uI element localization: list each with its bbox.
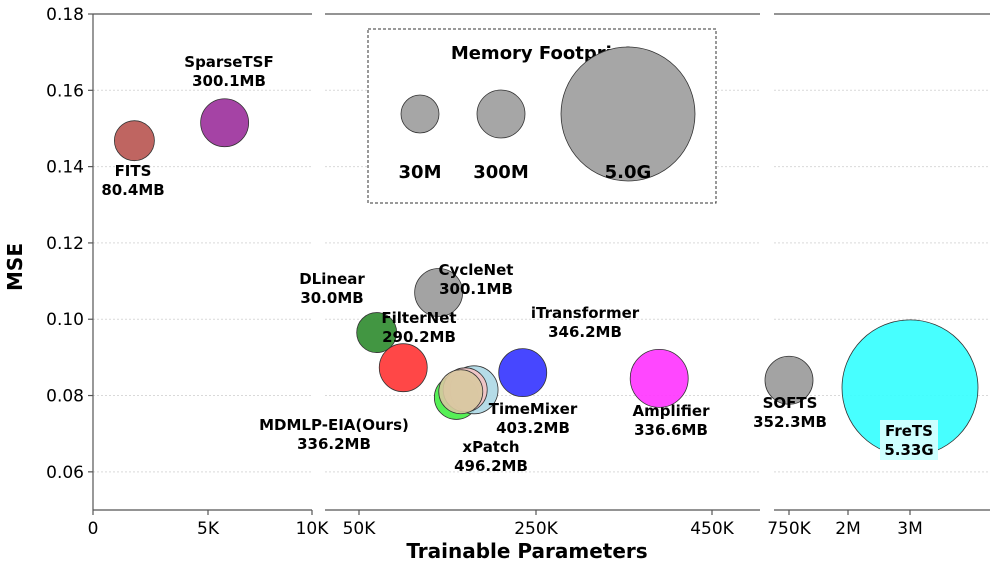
label-memory: 30.0MB: [300, 289, 363, 307]
x-tick-label: 450K: [690, 519, 734, 539]
label-name: DLinear: [299, 270, 365, 288]
label-name: SparseTSF: [184, 53, 273, 71]
legend-entry-label: 300M: [473, 162, 529, 183]
legend-bubble: [476, 89, 526, 139]
label-memory: 300.1MB: [439, 280, 513, 298]
label-memory: 403.2MB: [496, 419, 570, 437]
legend-entry-label: 30M: [399, 162, 442, 183]
legend-entry-label: 5.0G: [605, 162, 652, 183]
label-memory: 496.2MB: [454, 457, 528, 475]
x-tick-label: 2M: [835, 519, 860, 539]
label-memory: 346.2MB: [548, 323, 622, 341]
y-tick-label: 0.18: [46, 5, 84, 25]
x-tick-label: 5K: [197, 519, 220, 539]
label-name: MDMLP-EIA(Ours): [259, 416, 409, 434]
y-tick-label: 0.14: [46, 158, 84, 178]
label-name: CycleNet: [439, 261, 514, 279]
x-tick-label: 3M: [897, 519, 922, 539]
bubble-filternet: [378, 343, 428, 393]
label-name: FITS: [115, 162, 152, 180]
label-memory: 300.1MB: [192, 72, 266, 90]
x-tick-label: 50K: [343, 519, 377, 539]
label-name: FreTS: [885, 422, 933, 440]
y-axis-title: MSE: [3, 243, 27, 291]
y-tick-label: 0.12: [46, 234, 84, 254]
y-tick-label: 0.08: [46, 387, 84, 407]
y-tick-label: 0.10: [46, 310, 84, 330]
axes: 0 5K 10K 50K 250K 450K 750K 2M 3M 0.06 0.08 0.10 0.1…: [46, 5, 990, 539]
y-tick-label: 0.06: [46, 463, 84, 483]
label-memory: 80.4MB: [101, 181, 164, 199]
bubble-fits: [113, 120, 155, 162]
label-name: FilterNet: [381, 309, 456, 327]
bubble-itransformer: [438, 369, 484, 415]
bubble-timemixer: [498, 348, 548, 398]
bubble-cyclenet: [414, 268, 464, 317]
label-memory: 290.2MB: [382, 328, 456, 346]
bubble-sparsetsf: [200, 98, 250, 148]
x-tick-label: 0: [88, 519, 99, 539]
label-background: [880, 420, 938, 460]
label-mdmlp-eia-ours: MDMLP-EIA(Ours)336.2MB: [259, 416, 409, 453]
label-memory: 336.2MB: [297, 435, 371, 453]
label-name: iTransformer: [531, 304, 640, 322]
bubble-amplifier: [629, 348, 689, 408]
label-memory: 5.33G: [884, 441, 933, 459]
label-name: Amplifier: [633, 402, 711, 420]
x-tick-label: 250K: [514, 519, 558, 539]
y-tick-label: 0.16: [46, 81, 84, 101]
label-name: SOFTS: [763, 394, 818, 412]
data-labels: FITS80.4MBSparseTSF300.1MBDLinear30.0MBC…: [101, 53, 938, 475]
x-tick-label: 10K: [296, 519, 330, 539]
x-axis-title: Trainable Parameters: [406, 539, 647, 563]
label-memory: 352.3MB: [753, 413, 827, 431]
bubble-dlinear: [356, 312, 398, 353]
legend: Memory Footprint 30M 300M 5.0G: [367, 28, 717, 204]
label-name: xPatch: [462, 438, 519, 456]
legend-bubble: [400, 94, 440, 134]
label-memory: 336.6MB: [634, 421, 708, 439]
x-tick-label: 750K: [767, 519, 811, 539]
data-bubbles: [113, 98, 979, 457]
bubble-softs: [764, 355, 814, 405]
legend-bubble: [560, 46, 696, 182]
legend-title: Memory Footprint: [451, 43, 634, 64]
label-name: TimeMixer: [489, 400, 578, 418]
